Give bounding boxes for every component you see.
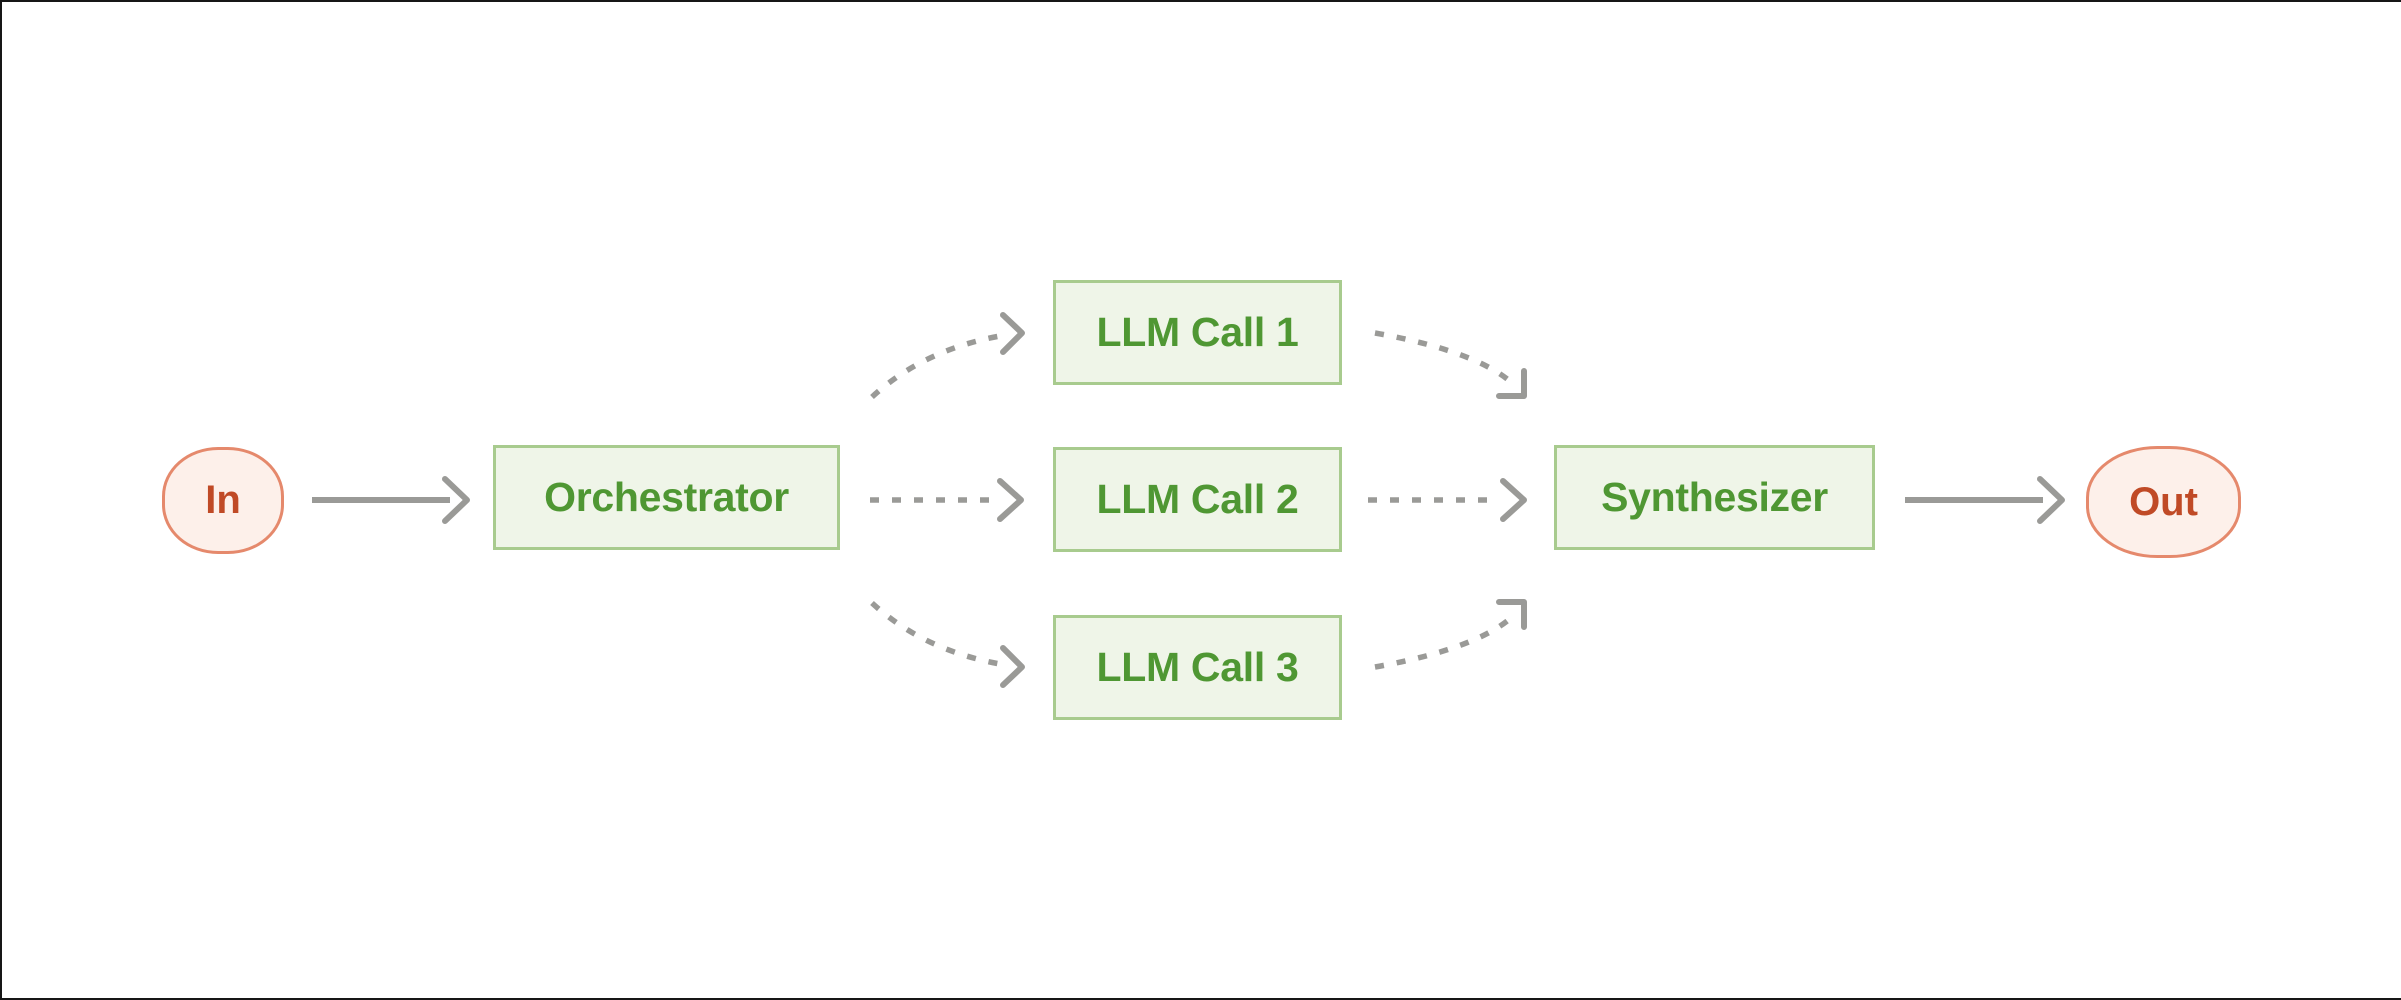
node-synthesizer-label: Synthesizer	[1601, 474, 1828, 520]
node-llm-call-1: LLM Call 1	[1053, 280, 1342, 385]
arrowhead-orchestrator-to-llm-call-1	[1000, 312, 1025, 355]
node-llm-call-3: LLM Call 3	[1053, 615, 1342, 720]
frame-border-bottom	[0, 998, 2401, 1000]
frame-border-left	[0, 0, 2, 1000]
node-out: Out	[2086, 446, 2241, 558]
node-llm-call-3-label: LLM Call 3	[1096, 644, 1299, 690]
node-llm-call-2-label: LLM Call 2	[1096, 476, 1299, 522]
node-llm-call-1-label: LLM Call 1	[1096, 309, 1299, 355]
arrowhead-llm-call-2-to-synthesizer	[1500, 478, 1527, 522]
node-synthesizer: Synthesizer	[1554, 445, 1875, 550]
arrowhead-in-to-orchestrator	[442, 476, 470, 524]
node-out-label: Out	[2129, 479, 2198, 524]
node-in-label: In	[205, 478, 241, 522]
edge-llm-call-1-to-synthesizer	[1374, 330, 1514, 386]
node-orchestrator-label: Orchestrator	[544, 474, 789, 520]
edge-orchestrator-to-llm-call-3	[870, 600, 1001, 667]
arrowhead-llm-call-1-to-synthesizer	[1496, 368, 1527, 399]
arrowhead-orchestrator-to-llm-call-2	[997, 478, 1024, 522]
node-orchestrator: Orchestrator	[493, 445, 840, 550]
frame-border-top	[0, 0, 2401, 2]
edge-llm-call-3-to-synthesizer	[1374, 614, 1514, 670]
node-llm-call-2: LLM Call 2	[1053, 447, 1342, 552]
edge-orchestrator-to-llm-call-1	[870, 333, 1001, 400]
node-in: In	[162, 447, 284, 554]
arrowhead-synthesizer-to-out	[2037, 476, 2065, 524]
arrowhead-orchestrator-to-llm-call-3	[1000, 645, 1025, 688]
arrowhead-llm-call-3-to-synthesizer	[1496, 599, 1527, 630]
